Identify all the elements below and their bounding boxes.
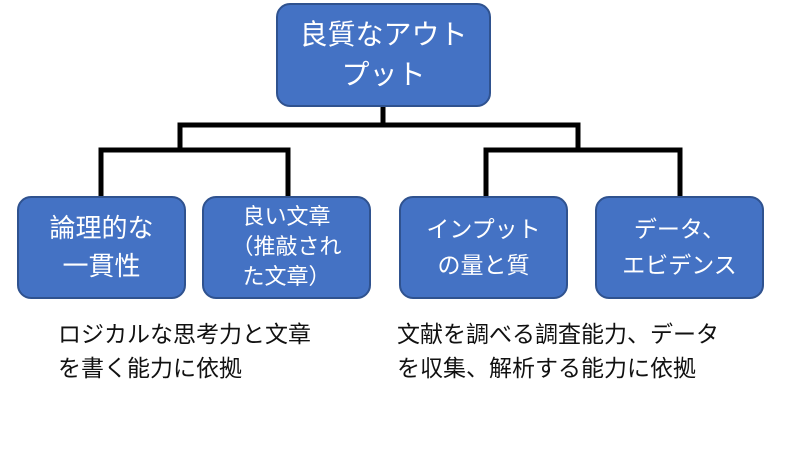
- node-label-line: 一貫性: [62, 251, 141, 282]
- caption-right: 文献を調べる調査能力、データ を収集、解析する能力に依拠: [397, 318, 719, 386]
- child-node-input-quantity-quality: インプット の量と質: [399, 196, 568, 299]
- caption-line: を収集、解析する能力に依拠: [397, 356, 696, 382]
- node-label-line: た文章）: [242, 264, 331, 290]
- node-label-line: インプット: [426, 216, 541, 243]
- node-label-line: （推敲され: [231, 234, 342, 260]
- child-node-logical-consistency: 論理的な 一貫性: [17, 196, 186, 299]
- caption-line: 文献を調べる調査能力、データ: [397, 322, 719, 348]
- child-node-good-writing: 良い文章 （推敲され た文章）: [202, 196, 371, 299]
- node-label-line: の量と質: [437, 252, 530, 279]
- node-label-line: エビデンス: [622, 252, 737, 279]
- caption-line: ロジカルな思考力と文章: [58, 322, 311, 348]
- node-label-line: 論理的な: [49, 213, 154, 244]
- caption-left: ロジカルな思考力と文章 を書く能力に依拠: [58, 318, 311, 386]
- child-node-data-evidence: データ、 エビデンス: [595, 196, 764, 299]
- root-node-quality-output: 良質なアウト プット: [276, 3, 491, 107]
- node-label-line: プット: [341, 58, 426, 91]
- node-label-line: 良い文章: [242, 204, 331, 230]
- caption-line: を書く能力に依拠: [58, 356, 242, 382]
- node-label-line: 良質なアウト: [299, 18, 468, 51]
- node-label-line: データ、: [633, 216, 726, 243]
